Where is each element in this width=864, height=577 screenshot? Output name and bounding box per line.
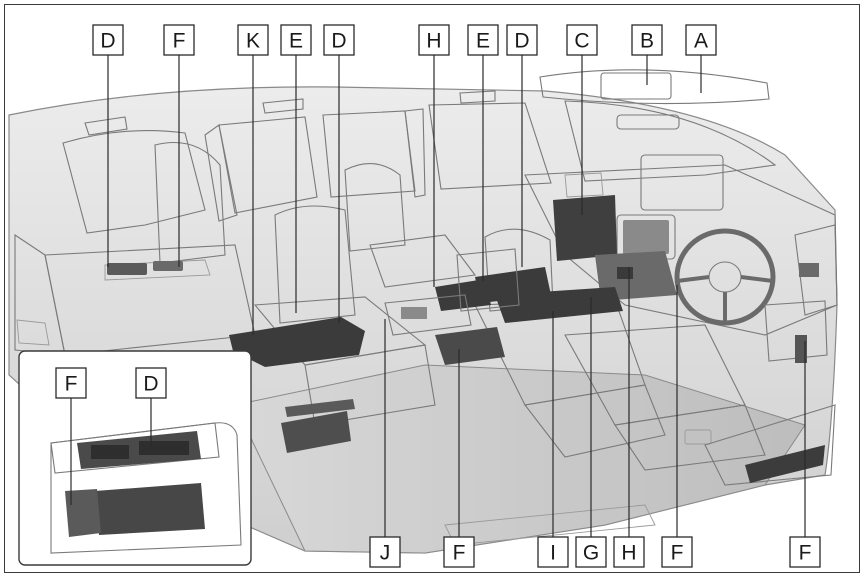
svg-text:E: E [289,30,303,53]
callout-inset-2: D [136,368,166,398]
svg-text:F: F [671,542,684,565]
callout-bottom-4: G [576,537,606,567]
vehicle-interior-illustration: D F K E D H E D C B A J F I G H F F F D [5,5,859,572]
svg-text:E: E [476,30,490,53]
callout-bottom-6: F [662,537,692,567]
callout-top-6: H [419,25,449,55]
svg-text:I: I [550,542,556,565]
svg-text:F: F [173,30,186,53]
svg-text:D: D [100,30,115,53]
svg-text:G: G [583,542,599,565]
svg-text:A: A [694,30,708,53]
svg-text:C: C [574,30,589,53]
svg-text:F: F [799,542,812,565]
callout-top-9: C [567,25,597,55]
callout-top-10: B [632,25,662,55]
callout-top-11: A [686,25,716,55]
callout-top-8: D [507,25,537,55]
svg-text:D: D [143,373,158,396]
callout-bottom-7: F [790,537,820,567]
svg-text:H: H [426,30,441,53]
callout-top-3: K [238,25,268,55]
callout-bottom-1: J [370,537,400,567]
callout-bottom-5: H [614,537,644,567]
svg-text:B: B [640,30,654,53]
svg-text:D: D [514,30,529,53]
svg-text:D: D [331,30,346,53]
callout-top-2: F [164,25,194,55]
callout-bottom-3: I [538,537,568,567]
callout-inset-1: F [56,368,86,398]
glove-box [553,195,617,261]
callouts-top: D F K E D H E D C B A [93,25,716,55]
svg-text:H: H [621,542,636,565]
callout-bottom-2: F [444,537,474,567]
callout-top-5: D [324,25,354,55]
callout-top-1: D [93,25,123,55]
svg-text:F: F [453,542,466,565]
svg-text:F: F [65,373,78,396]
inset-detail [19,351,251,565]
illustration-frame: D F K E D H E D C B A J F I G H F F F D [4,4,860,573]
callout-top-4: E [281,25,311,55]
svg-text:J: J [380,542,391,565]
svg-text:K: K [246,30,260,53]
callout-top-7: E [468,25,498,55]
